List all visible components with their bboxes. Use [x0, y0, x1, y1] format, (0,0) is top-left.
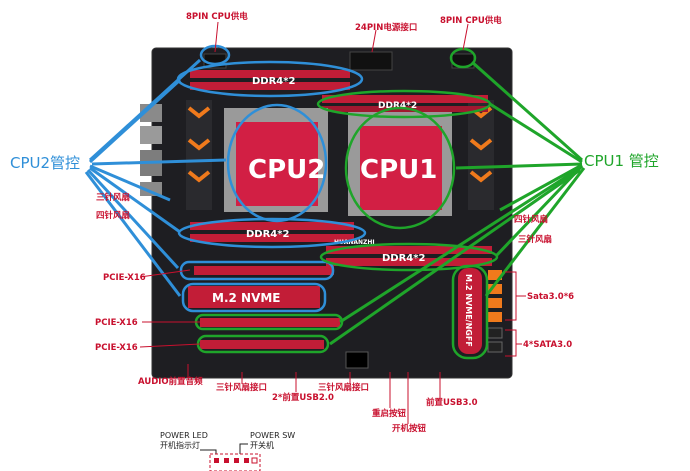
m2-nvme-vertical-slot: [458, 268, 482, 354]
ddr-slot-mid-right: [326, 246, 492, 266]
pcie-slot-3: [200, 340, 324, 349]
front-panel-pins: [214, 457, 258, 464]
ddr-top-left-label: DDR4*2: [252, 76, 295, 87]
cpu1-label: CPU1: [360, 155, 437, 185]
cpu2-power-label: 8PIN CPU供电: [186, 11, 248, 22]
sata4-label: 4*SATA3.0: [523, 340, 572, 350]
cpu2-control-label: CPU2管控: [10, 154, 80, 172]
ddr-mid-left-label: DDR4*2: [246, 229, 289, 240]
pcie-slot-2: [200, 318, 340, 327]
pcie1-label: PCIE-X16: [103, 273, 146, 283]
fan4-right-label: 四针风扇: [514, 214, 548, 225]
vrm-heatsink-right: [468, 100, 494, 210]
pcie-slot-1: [194, 266, 334, 275]
fan3-bottom1-label: 三针风扇接口: [216, 382, 267, 393]
fan3-bottom2-label: 三针风扇接口: [318, 382, 369, 393]
ddr-slot-mid-left: [190, 222, 354, 242]
power-button-label: 开机按钮: [392, 423, 427, 434]
cpu1-arrows: [329, 60, 586, 346]
pcie2-label: PCIE-X16: [95, 318, 138, 328]
reset-button-label: 重启按钮: [372, 408, 407, 419]
cpu2-arrows: [84, 58, 227, 297]
debug-led: [345, 351, 369, 369]
cpu2-socket: [224, 108, 328, 212]
m2-nvme-horizontal-slot: [188, 286, 320, 308]
m2-nvme-label: M.2 NVME: [212, 291, 281, 305]
24pin-connector: [349, 51, 393, 71]
usb2-label: 2*前置USB2.0: [272, 392, 334, 403]
vrm-heatsink-left: [186, 100, 212, 210]
24pin-label: 24PIN电源接口: [355, 22, 417, 33]
power-led-en-label: POWER LED: [160, 431, 208, 440]
rear-io-lan: [140, 126, 162, 144]
power-sw-cn-label: 开关机: [250, 440, 274, 450]
ddr-mid-right-label: DDR4*2: [382, 253, 425, 264]
ddr-slot-top-left: [190, 70, 350, 90]
cpu2-label: CPU2: [248, 155, 325, 185]
power-led-cn-label: 开机指示灯: [160, 440, 200, 450]
fan3-left-label: 三针风扇: [96, 192, 130, 203]
fan3-right-label: 三针风扇: [518, 234, 552, 245]
audio-label: AUDIO前置音频: [138, 376, 203, 387]
pcie3-label: PCIE-X16: [95, 343, 138, 353]
power-sw-en-label: POWER SW: [250, 431, 295, 440]
fan4-left-label: 四针风扇: [96, 210, 130, 221]
sata6-label: Sata3.0*6: [527, 292, 574, 302]
cpu1-control-label: CPU1 管控: [584, 152, 659, 170]
callout-lines: [139, 21, 526, 424]
m2-ngff-label: M.2 NVME/NGFF: [464, 274, 473, 347]
cpu1-power-label: 8PIN CPU供电: [440, 15, 502, 26]
brand-label: HUANANZHI: [334, 239, 375, 246]
usb3-label: 前置USB3.0: [426, 397, 478, 408]
cpu1-socket: [348, 112, 452, 216]
sata-ports: [487, 270, 503, 353]
ddr-top-right-label: DDR4*2: [378, 101, 417, 111]
rear-io-audio: [140, 182, 162, 196]
